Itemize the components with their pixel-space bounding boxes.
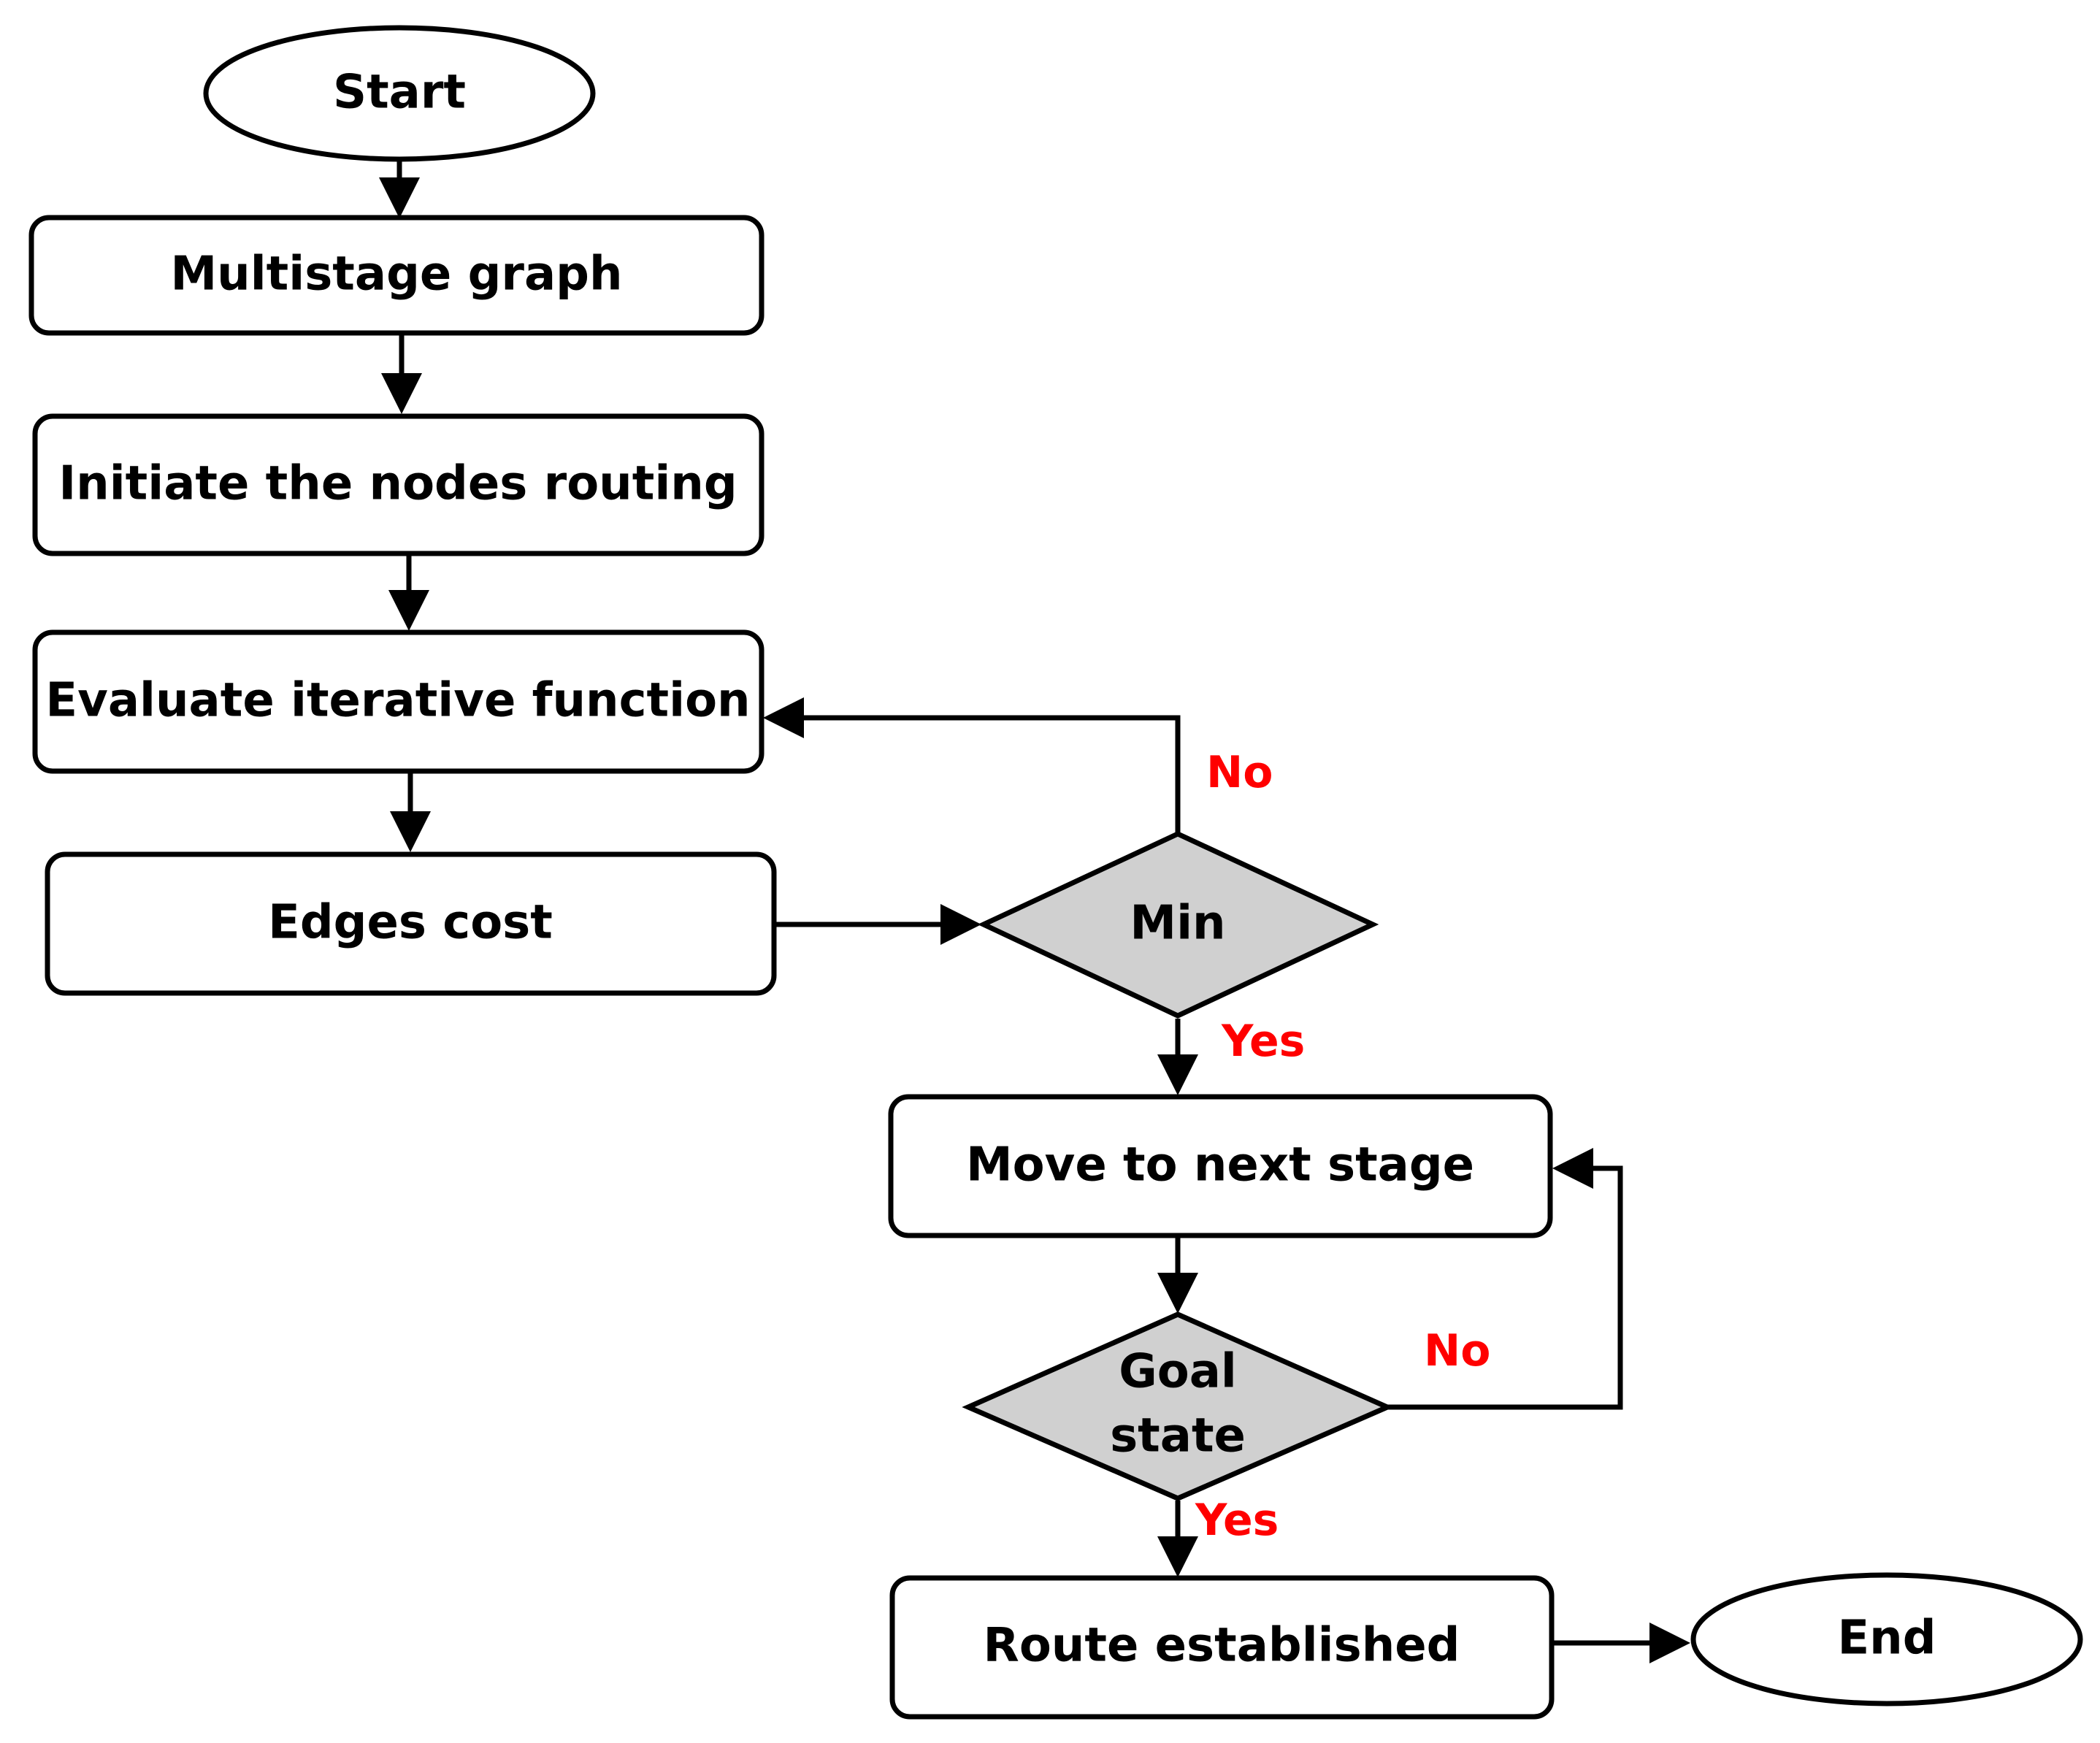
move-next-stage-box: [888, 1094, 1553, 1238]
route-established-node: Route established: [889, 1575, 1555, 1720]
min-yes-label: Yes: [1221, 1016, 1305, 1067]
evaluate-function-label: Evaluate iterative function: [45, 674, 750, 728]
multistage-graph-label: Multistage graph: [170, 248, 622, 302]
edges-cost-label: Edges cost: [268, 896, 553, 950]
initiate-routing-label: Initiate the nodes routing: [58, 457, 737, 511]
edges-cost-box: [45, 851, 777, 996]
edges-cost-node: Edges cost: [45, 851, 777, 996]
end-ellipse: [1690, 1572, 2083, 1706]
edge-goal-no-to-move: [1387, 1148, 1623, 1410]
start-node: Start: [203, 25, 596, 162]
move-next-stage-label: Move to next stage: [966, 1138, 1474, 1192]
min-label: Min: [1130, 897, 1225, 951]
evaluate-function-node: Evaluate iterative function: [32, 629, 764, 774]
goal-state-diamond: [962, 1311, 1394, 1501]
move-next-stage-node: Move to next stage: [888, 1094, 1553, 1238]
min-no-label: No: [1206, 747, 1273, 798]
min-diamond: [977, 831, 1379, 1019]
connectors: [379, 159, 1690, 1663]
edge-labels: No Yes No Yes: [1195, 747, 1490, 1546]
edge-min-no-to-evaluate: [763, 697, 1181, 834]
route-established-label: Route established: [984, 1619, 1460, 1673]
goal-no-label: No: [1424, 1325, 1490, 1376]
start-label: Start: [333, 66, 466, 120]
goal-state-label-line1: Goal: [1119, 1345, 1237, 1399]
multistage-graph-node: Multistage graph: [28, 215, 764, 336]
multistage-graph-box: [28, 215, 764, 336]
goal-yes-label: Yes: [1195, 1495, 1279, 1546]
initiate-routing-node: Initiate the nodes routing: [32, 413, 764, 556]
end-label: End: [1837, 1612, 1936, 1666]
initiate-routing-box: [32, 413, 764, 556]
goal-state-label-line2: state: [1110, 1409, 1246, 1463]
end-node: End: [1690, 1572, 2083, 1706]
evaluate-function-box: [32, 629, 764, 774]
start-ellipse: [203, 25, 596, 162]
route-established-box: [889, 1575, 1555, 1720]
goal-state-decision-node: Goal state: [962, 1311, 1394, 1501]
min-decision-node: Min: [977, 831, 1379, 1019]
